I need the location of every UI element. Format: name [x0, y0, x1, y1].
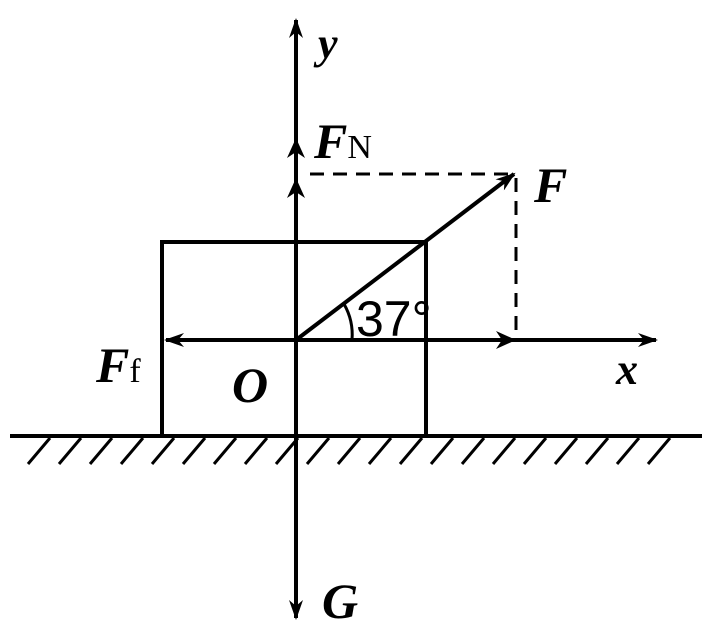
x-axis-label: x — [615, 345, 638, 394]
hatch-mark — [460, 437, 486, 465]
applied-force-vector — [294, 172, 516, 342]
normal-force-label-sub: N — [347, 129, 372, 166]
hatch-mark — [57, 437, 83, 465]
ground-hatching — [26, 437, 672, 465]
friction-label-sub: f — [129, 353, 141, 390]
hatch-mark — [398, 437, 424, 465]
gravity-label: G — [322, 573, 358, 629]
hatch-mark — [367, 437, 393, 465]
hatch-mark — [150, 437, 176, 465]
hatch-mark — [584, 437, 610, 465]
hatch-mark — [212, 437, 238, 465]
hatch-mark — [553, 437, 579, 465]
hatch-mark — [491, 437, 517, 465]
hatch-mark — [336, 437, 362, 465]
hatch-mark — [305, 437, 331, 465]
normal-force-arrowhead — [287, 138, 305, 158]
hatch-mark — [119, 437, 145, 465]
hatch-mark — [26, 437, 52, 465]
angle-arc — [342, 303, 354, 341]
hatch-mark — [181, 437, 207, 465]
y-axis-label: y — [313, 19, 338, 68]
hatch-mark — [646, 437, 672, 465]
normal-force-label: FN — [313, 113, 372, 169]
hatch-mark — [522, 437, 548, 465]
normal-force-arrowhead-lower — [287, 178, 305, 198]
x-component-arrowhead — [496, 331, 516, 349]
hatch-mark — [615, 437, 641, 465]
hatch-mark — [243, 437, 269, 465]
normal-force-label-main: F — [313, 113, 347, 169]
hatch-mark — [88, 437, 114, 465]
friction-label: Ff — [95, 337, 141, 393]
hatch-mark — [429, 437, 455, 465]
angle-label: 37° — [356, 291, 432, 347]
origin-label: O — [232, 357, 268, 413]
friction-label-main: F — [95, 337, 129, 393]
applied-force-label: F — [533, 157, 567, 213]
